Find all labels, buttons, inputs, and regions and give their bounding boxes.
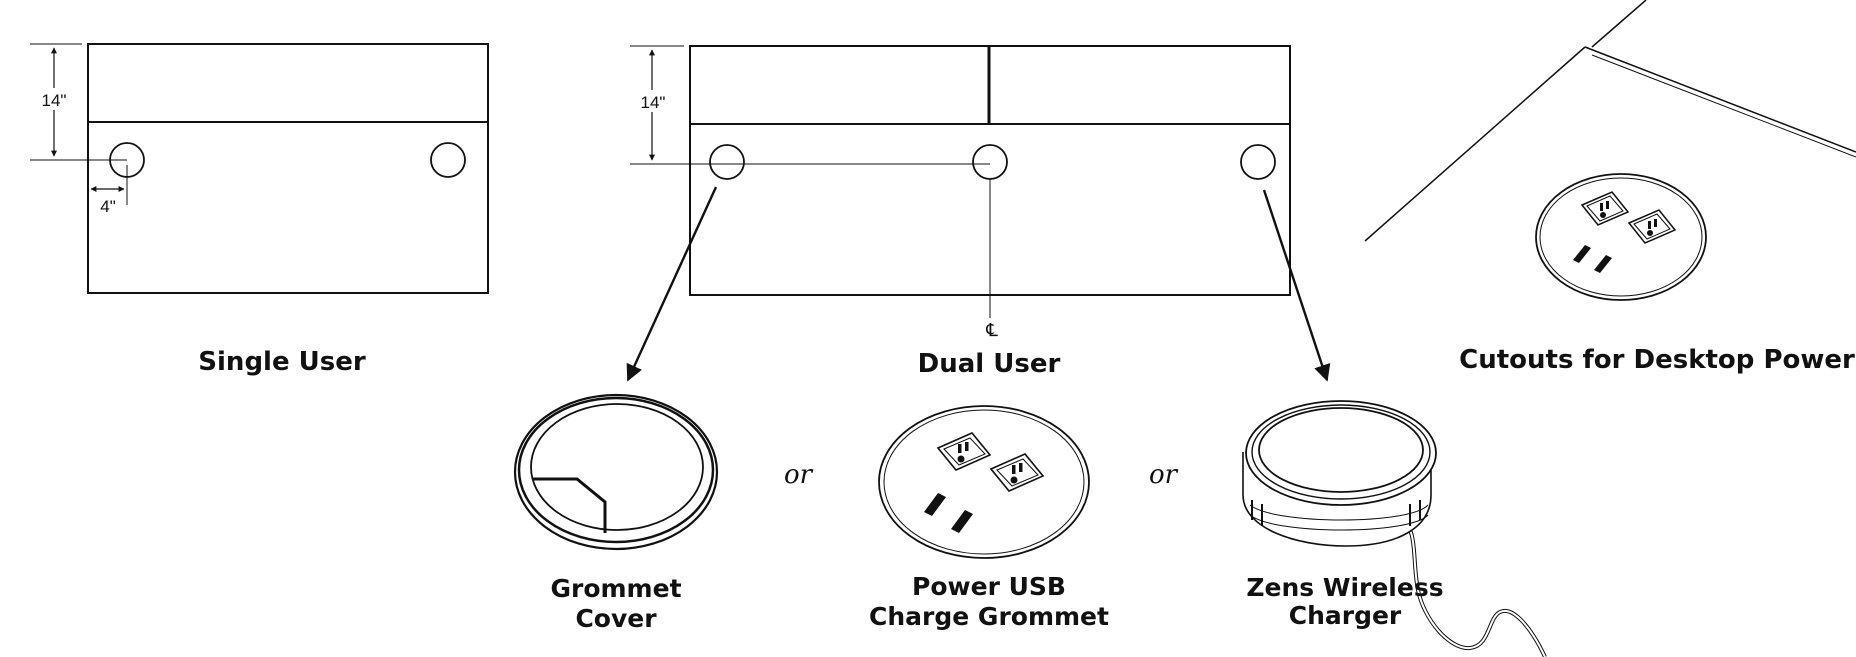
outlet-icon xyxy=(1580,191,1630,226)
grommet-cover-label-line1: Grommet xyxy=(550,574,681,603)
outlet-icon xyxy=(1627,209,1677,244)
grommet-hole xyxy=(972,144,1008,180)
or-separator: or xyxy=(1149,460,1179,490)
zens-wireless-label-line1: Zens Wireless xyxy=(1246,573,1443,602)
usb-port-icon xyxy=(924,493,973,533)
dual-height-dimension: 14" xyxy=(641,93,666,112)
zens-wireless-charger-illustration xyxy=(1242,400,1547,657)
desktop-power-title: Cutouts for Desktop Power xyxy=(1459,345,1855,375)
grommet-hole xyxy=(709,144,745,180)
dual-user-title: Dual User xyxy=(918,349,1061,379)
grommet-hole xyxy=(430,142,466,178)
grommet-hole xyxy=(1240,144,1276,180)
single-user-plan xyxy=(30,43,489,294)
desktop-power-perspective xyxy=(1364,0,1856,301)
outlet-icon xyxy=(936,432,992,471)
outlet-icon xyxy=(989,453,1045,492)
single-offset-dimension: 4" xyxy=(100,197,116,216)
power-usb-label-line1: Power USB xyxy=(912,572,1066,601)
zens-wireless-label-line2: Charger xyxy=(1289,601,1402,630)
single-height-dimension: 14" xyxy=(42,91,67,110)
grommet-cover-illustration xyxy=(513,393,719,551)
dual-user-plan xyxy=(626,45,1331,382)
power-usb-label-line2: Charge Grommet xyxy=(869,602,1109,631)
power-usb-grommet-illustration xyxy=(878,405,1090,559)
single-user-title: Single User xyxy=(198,347,366,377)
usb-port-icon xyxy=(1573,245,1612,273)
grommet-cover-label-line2: Cover xyxy=(575,604,657,633)
or-separator: or xyxy=(784,460,814,490)
centerline-mark: ℄ xyxy=(985,320,998,340)
